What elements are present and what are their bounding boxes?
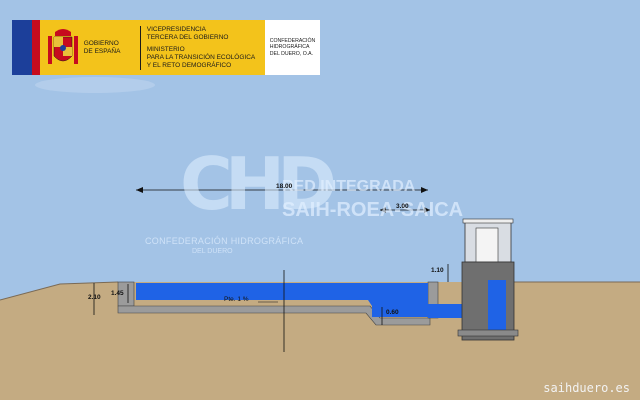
min-line-2: PARA LA TRANSICIÓN ECOLÓGICA [146,53,256,61]
dim-step-label: 1.10 [431,267,444,274]
vice-line-1: VICEPRESIDENCIA [146,25,206,33]
tower-roof [462,218,514,224]
tower-base [457,329,519,337]
dim-total-arrow-right [421,187,428,193]
gov-line-2: DE ESPAÑA [83,47,121,55]
min-line-3: Y EL RETO DEMOGRÁFICO [146,61,232,69]
dim-short-label: 3.00 [396,203,409,210]
dim-drop-label: 0.60 [386,309,399,316]
gobierno-text: GOBIERNO DE ESPAÑA [84,40,134,56]
watermark-subtitle: SAIH-ROEA-SAICA [282,199,464,221]
vice-line-2: TERCERA DEL GOBIERNO [146,33,229,41]
dim-height-label: 2.10 [88,294,101,301]
government-banner: GOBIERNO DE ESPAÑA VICEPRESIDENCIA TERCE… [12,20,320,75]
dim-depth-label: 1.45 [111,290,124,297]
watermark-title: RED INTEGRADA [282,178,416,195]
dim-total-label: 18.00 [276,183,293,190]
water-channel [136,283,428,306]
banner-gold-panel: GOBIERNO DE ESPAÑA VICEPRESIDENCIA TERCE… [39,20,265,75]
dim-short-arrow-right [424,207,430,213]
ministerio-text: VICEPRESIDENCIA TERCERA DEL GOBIERNO MIN… [147,26,265,70]
coat-of-arms-icon [47,28,78,64]
chd-line-2: HIDROGRÁFICA [269,44,310,51]
watermark-confederacion: CONFEDERACIÓN HIDROGRÁFICA [145,236,304,246]
banner-divider [139,25,141,70]
tower-door [475,227,499,263]
terrain-line [0,281,119,301]
chd-text: CONFEDERACIÓN HIDROGRÁFICA DEL DUERO, O.… [270,38,316,58]
dim-total-arrow-left [136,187,143,193]
watermark-duero: DEL DUERO [192,248,233,255]
cloud [35,77,155,93]
site-watermark: saihduero.es [543,381,630,395]
water-sump [372,296,428,317]
chd-watermark-logo: CHD [180,142,337,226]
banner-white-panel: CONFEDERACIÓN HIDROGRÁFICA DEL DUERO, O.… [264,20,320,75]
min-line-1: MINISTERIO [146,45,185,53]
chd-line-3: DEL DUERO, O.A. [269,50,314,57]
dim-short-arrow-left [380,207,386,213]
tower-well [488,280,506,330]
slope-label: Pte. 1 % [224,296,249,303]
gov-line-1: GOBIERNO [83,39,119,47]
chd-line-1: CONFEDERACIÓN [269,37,316,44]
eu-flag-stripe [12,20,40,75]
